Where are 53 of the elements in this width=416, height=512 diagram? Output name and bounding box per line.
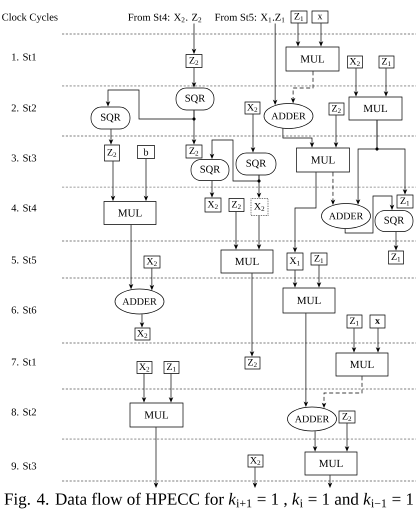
cycle-label: 2. St2 xyxy=(12,104,36,112)
figure-caption: Fig. 4. Data flow of HPECC for k$_{i+1}$ = 1 , k$_{i}$ = 1 and k$_{i−1}$ = 1 xyxy=(4,492,413,508)
variable-box: Z$_{1}$ xyxy=(396,194,414,208)
multiplier-block: MUL xyxy=(348,96,402,120)
cycle-label: 3. St3 xyxy=(12,154,36,162)
source-label: From St5: X$_{1}$.Z$_{1}$ xyxy=(214,14,284,22)
variable-box: X$_{2}$ xyxy=(347,56,363,68)
variable-box: X$_{2}$ xyxy=(248,454,264,468)
variable-box: X$_{2}$ xyxy=(250,198,268,216)
cycle-label: 8. St2 xyxy=(12,408,36,416)
cycle-label: 9. St3 xyxy=(12,462,36,470)
cycle-label: 7. St1 xyxy=(12,358,36,366)
variable-box: Z$_{1}$ xyxy=(164,361,180,374)
variable-box: X$_{2}$ xyxy=(144,256,160,268)
variable-box: X$_{2}$ xyxy=(136,361,152,374)
variable-box: Z$_{2}$ xyxy=(244,356,260,370)
variable-box: X$_{2}$ xyxy=(134,328,150,340)
variable-box: Z$_{2}$ xyxy=(104,144,120,162)
variable-box: Z$_{2}$ xyxy=(338,410,356,424)
multiplier-block: MUL xyxy=(286,46,340,72)
squarer-block: SQR xyxy=(374,210,414,232)
multiplier-block: MUL xyxy=(220,250,274,274)
variable-box: X$_{2}$ xyxy=(244,102,260,114)
variable-box: Z$_{2}$ xyxy=(186,144,202,158)
multiplier-block: MUL xyxy=(296,148,350,172)
variable-box: b xyxy=(137,145,155,159)
variable-box: X$_{2}$ xyxy=(204,198,222,212)
variable-box: x xyxy=(370,314,386,328)
cycle-label: 5. St5 xyxy=(12,256,36,264)
variable-box: Z$_{1}$ xyxy=(378,56,394,68)
multiplier-block: MUL xyxy=(130,402,184,428)
variable-box: Z$_{1}$ xyxy=(290,10,308,24)
variable-box: Z$_{2}$ xyxy=(328,102,344,116)
variable-box: Z$_{1}$ xyxy=(310,252,328,266)
variable-box: Z$_{2}$ xyxy=(228,198,244,212)
column-header: Clock Cycles xyxy=(2,13,58,23)
cycle-label: 6. St6 xyxy=(12,306,36,314)
multiplier-block: MUL xyxy=(304,452,358,476)
variable-box: X$_{1}$ xyxy=(286,252,304,270)
multiplier-block: MUL xyxy=(336,352,388,376)
variable-box: Z$_{1}$ xyxy=(346,314,362,328)
multiplier-block: MUL xyxy=(282,288,336,314)
squarer-block: SQR xyxy=(176,88,214,110)
squarer-block: SQR xyxy=(236,152,276,176)
arrow xyxy=(344,196,394,234)
multiplier-block: MUL xyxy=(104,201,156,225)
variable-box: Z$_{1}$ xyxy=(388,250,404,264)
variable-box: x xyxy=(312,10,328,24)
variable-box: Z$_{2}$ xyxy=(186,54,202,68)
source-label: From St4: X$_{2}$. Z$_{2}$ xyxy=(128,14,202,22)
cycle-label: 4. St4 xyxy=(11,204,36,212)
squarer-block: SQR xyxy=(90,106,130,130)
cycle-label: 1. St1 xyxy=(12,53,36,61)
